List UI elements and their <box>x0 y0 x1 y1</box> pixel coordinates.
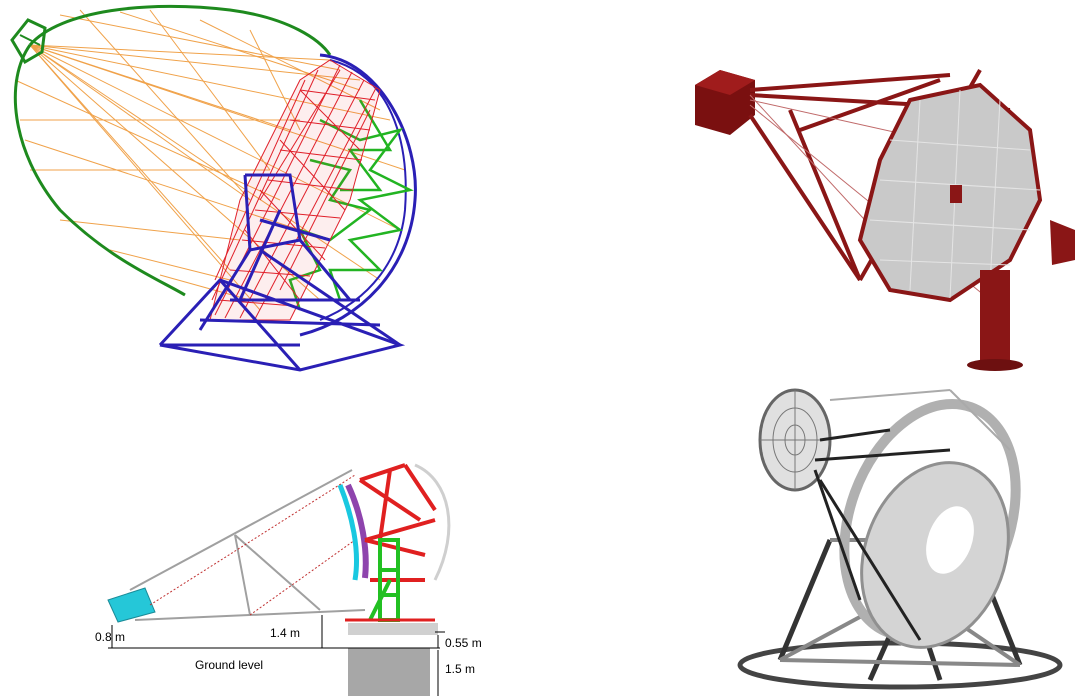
focal-target <box>950 185 962 203</box>
concrete-base <box>348 648 430 696</box>
ground-level-label: Ground level <box>195 658 264 672</box>
camera-truss <box>129 469 366 621</box>
dimension-lines <box>108 615 445 696</box>
platform-height-label: 0.55 m <box>445 636 482 650</box>
solid-red-telescope-drawing <box>695 69 1075 371</box>
support-cables <box>14 9 406 311</box>
solid-red-telescope-panel <box>680 40 1081 385</box>
outer-truss <box>829 389 1011 451</box>
support-pillar <box>980 270 1010 365</box>
mirror-hole <box>926 506 974 574</box>
mount-base <box>158 173 406 372</box>
truss-dashed <box>149 474 356 616</box>
side-view-schematic-drawing <box>107 463 451 696</box>
camera-box <box>695 70 755 135</box>
platform <box>348 623 438 635</box>
dish-ring-inner <box>319 59 407 321</box>
base-height-label: 1.5 m <box>445 662 476 676</box>
camera-arm-lower <box>13 44 186 297</box>
secondary-dish-grid <box>760 390 830 490</box>
dish-height-label: 1.4 m <box>270 626 301 640</box>
gray-telescope-drawing <box>737 388 1063 690</box>
wireframe-telescope-drawing <box>10 4 417 372</box>
camera-box <box>10 18 47 65</box>
mirror-facets <box>209 59 381 321</box>
gray-telescope-panel <box>720 380 1081 699</box>
dish-rim <box>414 463 451 581</box>
mirror-surface <box>345 483 369 579</box>
mirror-edge <box>337 484 360 581</box>
wireframe-telescope-panel <box>0 0 430 385</box>
camera-height-label: 0.8 m <box>95 630 126 644</box>
camera-arm-upper <box>28 4 332 56</box>
side-view-schematic-panel: 0.8 m 1.4 m 0.55 m 1.5 m Ground level <box>90 460 490 699</box>
camera-cylinder <box>107 587 156 623</box>
pillar-foot <box>967 359 1023 371</box>
counterweight-box <box>1050 220 1075 265</box>
dish-struts <box>813 428 951 641</box>
